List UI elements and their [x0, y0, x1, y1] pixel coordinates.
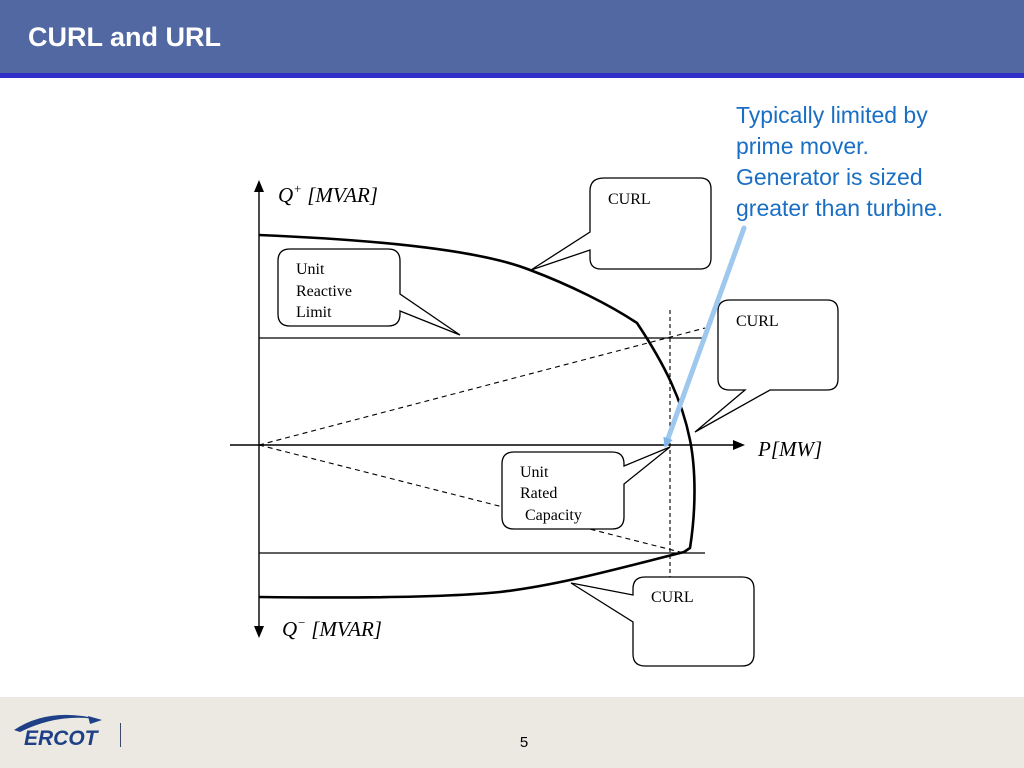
capability-curve — [258, 233, 696, 599]
slide-title: CURL and URL — [28, 22, 221, 52]
p-axis-arrowhead — [733, 440, 745, 450]
q-minus-letter: Q — [282, 617, 297, 641]
title-rule — [0, 73, 1024, 78]
ercot-logo-text: ERCOT — [24, 727, 100, 750]
title-bar — [0, 0, 1024, 73]
q-plus-letter: Q — [278, 183, 293, 207]
note-line: greater than turbine. — [736, 195, 944, 221]
rated-capacity-callout-line: Rated — [520, 485, 557, 502]
footer-separator — [120, 723, 121, 747]
rated-capacity-callout-line: Unit — [520, 464, 549, 481]
note-line: Generator is sized — [736, 164, 923, 190]
q-minus-sup: − — [297, 615, 306, 630]
ercot-logo: ERCOT — [14, 714, 102, 750]
q-minus-label: Q− [MVAR] — [282, 615, 382, 641]
q-plus-unit: [MVAR] — [302, 183, 378, 207]
curl-callout-top-label: CURL — [608, 191, 651, 208]
p-axis-label: P[MW] — [757, 437, 822, 461]
rated-capacity-callout-line: Capacity — [525, 507, 582, 524]
reactive-limit-callout — [277, 248, 461, 336]
prime-mover-note: Typically limited by prime mover. Genera… — [736, 100, 1006, 224]
pf-dashed-line-lower — [258, 444, 685, 554]
note-line: Typically limited by — [736, 102, 928, 128]
reactive-limit-callout-line: Limit — [296, 304, 332, 321]
note-line: prime mover. — [736, 133, 869, 159]
footer — [0, 697, 1024, 768]
q-plus-label: Q+ [MVAR] — [278, 181, 378, 207]
note-pointer-arrow — [663, 225, 747, 448]
curl-callout-bottom-label: CURL — [651, 589, 694, 606]
q-plus-sup: + — [293, 181, 302, 196]
reactive-limit-callout-line: Unit — [296, 261, 325, 278]
q-plus-arrowhead — [254, 180, 264, 192]
q-minus-arrowhead — [254, 626, 264, 638]
capability-curve-diagram: Q+ [MVAR] Q− [MVAR] P[MW] CURL Unit Reac… — [230, 177, 839, 667]
curl-callout-right-label: CURL — [736, 313, 779, 330]
curl-callout-right — [694, 299, 839, 433]
page-number: 5 — [519, 734, 529, 751]
pf-dashed-line-upper — [258, 327, 706, 446]
curl-callout-bottom — [570, 576, 755, 667]
q-minus-unit: [MVAR] — [306, 617, 382, 641]
curl-callout-top — [530, 177, 712, 271]
rated-capacity-callout — [501, 446, 671, 530]
reactive-limit-callout-line: Reactive — [296, 283, 352, 300]
